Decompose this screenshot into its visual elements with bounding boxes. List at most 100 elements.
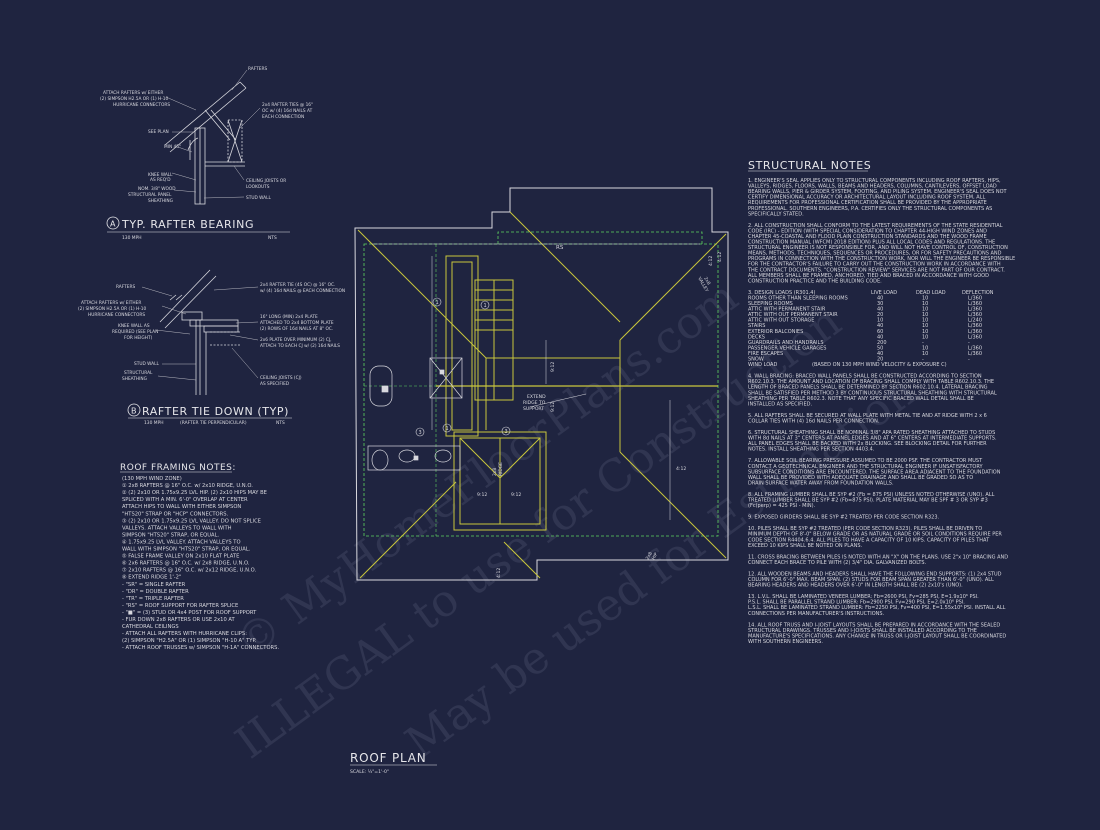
- roof-framing-note-line: ② (2) 2x10 OR 1.75x9.25 LVL HIP. (2) 2x1…: [122, 490, 267, 496]
- structural-note-line: TREATED LUMBER SHALL BE SYP #2 (Fb=875 P…: [747, 498, 988, 504]
- structural-note-line: STRUCTURAL ENGINEER IS NOT RESPONSIBLE F…: [748, 245, 1008, 251]
- loads-cell: 20: [877, 357, 883, 363]
- structural-note-line: MEANS, METHODS, TECHNIQUES, SEQUENCES OR…: [748, 251, 1002, 257]
- loads-cell: SNOW: [748, 357, 764, 363]
- detail-b-label: ATTACHED TO 2x4 BOTTOM PLATE: [260, 320, 334, 326]
- loads-cell: 10: [922, 323, 928, 329]
- loads-cell: 20: [877, 312, 883, 318]
- roof-framing-note-line: - "DR" = DOUBLE RAFTER: [122, 589, 189, 595]
- loads-cell: 50: [877, 345, 883, 351]
- detail-a-label: AS REQ'D: [150, 177, 171, 183]
- detail-a-label: HURRICANE CONNECTORS: [113, 102, 170, 108]
- hip-lines: [357, 211, 727, 579]
- callout-line-2: RIDGE TO: [523, 400, 546, 406]
- structural-note-line: CERTIFY DIMENSIONAL ACCURACY OR ARCHITEC…: [748, 195, 985, 201]
- loads-cell: 10: [922, 334, 928, 340]
- roof-framing-note-line: WALL WITH SIMPSON "HTS20" STRAP, OR EQUA…: [122, 547, 251, 553]
- post-marker: [381, 385, 389, 393]
- structural-note-line: NOTES. INSTALL SHEATHING PER SECTION 440…: [748, 447, 875, 453]
- detail-b-label: CEILING JOISTS (CJ): [260, 375, 302, 381]
- detail-a-label: OC w/ (4) 16d NAILS AT: [262, 108, 313, 114]
- detail-b-sub-right: NTS: [276, 420, 285, 426]
- loads-cell: -: [968, 340, 970, 346]
- loads-cell: 40: [877, 334, 883, 340]
- structural-note-line: MINIMUM DEPTH OF 8'-0" BELOW GRADE OR AS…: [748, 532, 1002, 538]
- detail-b-label: KNEE WALL AS: [118, 323, 150, 329]
- rafter-marker-circle: [501, 426, 511, 436]
- loads-header-cell: DEFLECTION: [962, 290, 994, 296]
- roof-framing-note-line: - FUR DOWN 2x8 RAFTERS OR USE 2x10 AT: [122, 617, 236, 623]
- roof-framing-notes: ROOF FRAMING NOTES: (130 MPH WIND ZONE)①…: [120, 463, 279, 651]
- detail-b-label: SHEATHING: [122, 376, 147, 382]
- detail-a-marker: A: [110, 220, 116, 229]
- detail-a-leaders: [165, 69, 261, 199]
- loads-cell: -: [968, 357, 970, 363]
- slope-label: 4:12: [717, 252, 723, 262]
- loads-cell: WIND LOAD: [748, 362, 777, 368]
- rafter-marker-label: 1: [484, 303, 487, 309]
- loads-cell: 40: [877, 351, 883, 357]
- structural-note-line: ALL PANEL EDGES SHALL BE BACKED WITH 2x …: [748, 441, 987, 447]
- structural-note-line: LENGTH OF BRACED PANELS SHALL BE DETERMI…: [748, 385, 988, 391]
- rafter-markers: [415, 297, 511, 437]
- structural-note-line: 11. CROSS BRACING BETWEEN PILES IS NOTED…: [748, 554, 1008, 560]
- slope-label: 9:12: [477, 492, 487, 498]
- structural-note-line: SUBSURFACE CONDITIONS ARE ENCOUNTERED. T…: [748, 469, 1001, 475]
- rafter-marker-circle: [415, 427, 425, 437]
- detail-b-leaders: [141, 286, 259, 381]
- structural-note-line: CONNECTIONS PER MANUFACTURER'S INSTRUCTI…: [748, 611, 885, 617]
- rafter-marker-label: 1: [446, 426, 449, 432]
- loads-cell: 60: [877, 329, 883, 335]
- roof-framing-note-line: "HTS20" STRAP OR "HCP" CONNECTORS.: [122, 511, 228, 517]
- roof-plan-scale: SCALE: ¼"=1'-0": [350, 769, 389, 775]
- detail-b-label: FOR HEIGHT): [124, 335, 153, 341]
- detail-a-label: STRUCTURAL PANEL: [128, 192, 172, 198]
- detail-a-label: MIN 45°: [164, 144, 181, 150]
- structural-note-line: (Fc(perp) = 425 PSI - MIN).: [748, 503, 816, 509]
- loads-cell: SLEEPING ROOMS: [748, 301, 793, 307]
- structural-note-line: PROFESSIONAL. SOUTHERN ENGINEERS, P.A. C…: [748, 206, 992, 212]
- post-marker: [439, 369, 445, 375]
- detail-b-label: ATTACH RAFTERS w/ EITHER: [81, 300, 141, 306]
- detail-a-title: TYP. RAFTER BEARING: [121, 218, 254, 231]
- sink-fixture: [398, 449, 416, 463]
- loads-cell: L/360: [968, 334, 982, 340]
- detail-a-label: CEILING JOISTS OR: [246, 178, 286, 184]
- structural-note-line: 14. ALL ROOF TRUSS AND I-JOIST LAYOUTS S…: [748, 622, 1000, 628]
- roof-framing-note-line: - "SR" = SINGLE RAFTER: [122, 582, 186, 588]
- roof-framing-note-line: ④ 1.75x9.25 LVL VALLEY. ATTACH VALLEYS T…: [122, 539, 241, 545]
- roof-framing-note-line: - "TR" = TRIPLE RAFTER: [122, 596, 184, 602]
- loads-cell: L/360: [968, 351, 982, 357]
- loads-cell: 200: [877, 340, 887, 346]
- roof-framing-note-line: ⑤ FALSE FRAME VALLEY ON 2x10 FLAT PLATE: [122, 554, 239, 560]
- structural-note-line: EXCEED 10 KIPS SHALL BE NOTED ON PLANS.: [748, 543, 862, 549]
- detail-b-label: 2x6 PLATE OVER MINIMUM (2) CJ,: [260, 337, 332, 343]
- slope-label: 4:12: [676, 466, 686, 472]
- detail-b-label: STUD WALL: [134, 361, 160, 367]
- structural-notes: STRUCTURAL NOTES 1. ENGINEER'S SEAL APPL…: [747, 159, 1015, 645]
- detail-b-label: RAFTERS: [116, 284, 135, 290]
- valley-text-1: 2x8: [702, 276, 711, 286]
- structural-note-line: 5. ALL RAFTERS SHALL BE SECURED AT WALL …: [748, 413, 987, 419]
- structural-note-line: WITH SOUTHERN ENGINEERS.: [748, 639, 823, 645]
- structural-note-line: 1. ENGINEER'S SEAL APPLIES ONLY TO STRUC…: [748, 178, 1001, 184]
- detail-a-label: NOM. 3/8" WOOD: [138, 186, 176, 192]
- structural-note-line: WALL SHALL BE PROVIDED WITH ADEQUATE DRA…: [748, 475, 973, 481]
- loads-cell: 10: [922, 318, 928, 324]
- loads-cell: 10: [922, 295, 928, 301]
- loads-cell: ROOMS OTHER THAN SLEEPING ROOMS: [748, 295, 848, 301]
- structural-note-line: CONSTRUCTION MANUAL (WFCM) 2018 EDITION)…: [748, 240, 995, 246]
- structural-note-line: CONTACT A GEOTECHNICAL ENGINEER AND THE …: [748, 464, 984, 470]
- loads-header-cell: LIVE LOAD: [871, 290, 897, 296]
- loads-cell: ATTIC WITH OUT STORAGE: [748, 318, 814, 324]
- toilet-fixture: [371, 449, 389, 471]
- tub-fixture: [369, 365, 393, 407]
- hip-text-2: HIP: [651, 551, 660, 561]
- loads-cell: 10: [922, 301, 928, 307]
- roof-framing-note-line: - ATTACH ALL RAFTERS WITH HURRICANE CLIP…: [122, 631, 247, 637]
- structural-note-line: 7. ALLOWABLE SOIL BEARING PRESSURE ASSUM…: [748, 458, 983, 464]
- detail-b-marker-circle: [127, 403, 141, 417]
- structural-note-line: DRAIN SURFACE WATER AWAY FROM FOUNDATION…: [748, 480, 894, 486]
- slope-label: 9:12: [550, 402, 556, 412]
- slope-label: 9:12: [550, 362, 556, 372]
